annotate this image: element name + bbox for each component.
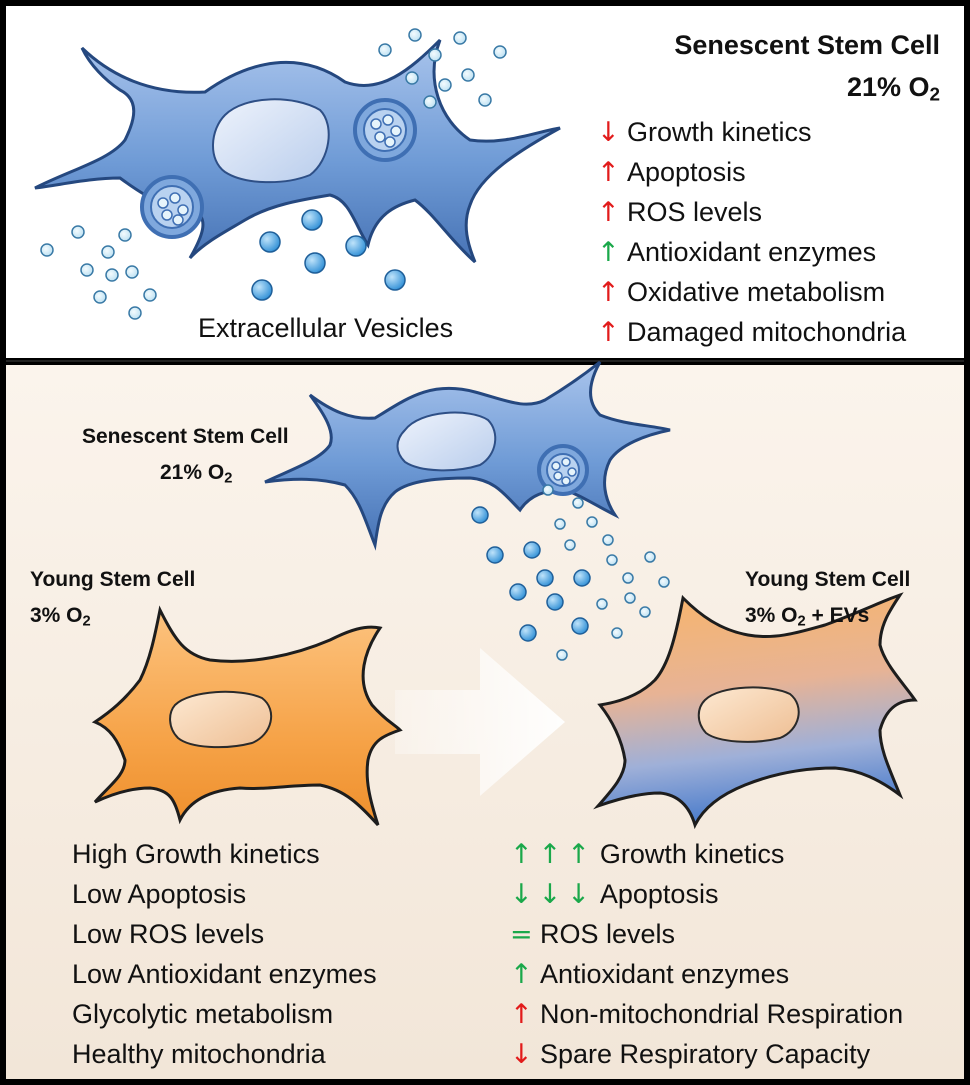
transition-arrow-icon: [395, 648, 565, 796]
list-item: Healthy mitochondria: [72, 1034, 326, 1074]
change-arrow-icon: ↑: [510, 999, 533, 1030]
multivesicular-body-icon: [537, 444, 589, 496]
multivesicular-body-icon: [140, 175, 204, 239]
list-item-label: High Growth kinetics: [72, 839, 320, 869]
list-item-label: Low Antioxidant enzymes: [72, 959, 377, 989]
senescent-oxygen-bottom: 21% O2: [160, 461, 233, 487]
top-property-list: ↓Growth kinetics↑Apoptosis↑ROS levels↑An…: [597, 112, 957, 352]
list-item: Low Antioxidant enzymes: [72, 954, 377, 994]
nucleus-icon: [169, 690, 272, 749]
small-vesicles-bottom: [542, 484, 670, 661]
ev-caption: Extracellular Vesicles: [198, 313, 454, 343]
change-arrow-icon: ↑: [510, 959, 533, 990]
list-item: =ROS levels: [510, 914, 675, 955]
list-item: High Growth kinetics: [72, 834, 320, 874]
list-item: Glycolytic metabolism: [72, 994, 333, 1034]
list-item-label: Antioxidant enzymes: [627, 237, 877, 267]
list-item-label: Antioxidant enzymes: [540, 959, 790, 989]
change-arrow-icon: ↑: [597, 157, 620, 188]
list-item: ↑Antioxidant enzymes: [510, 954, 789, 995]
small-vesicles-top: [40, 28, 507, 320]
young-left-label: Young Stem Cell: [30, 568, 196, 591]
list-item: Low ROS levels: [72, 914, 264, 954]
change-arrow-icon: ↑: [597, 197, 620, 228]
list-item: ↓Spare Respiratory Capacity: [510, 1034, 870, 1075]
list-item: ↑Antioxidant enzymes: [597, 232, 876, 273]
list-item-label: Oxidative metabolism: [627, 277, 886, 307]
list-item: ↑Non-mitochondrial Respiration: [510, 994, 903, 1035]
list-item: Low Apoptosis: [72, 874, 246, 914]
change-arrow-icon: ↓: [510, 1039, 533, 1070]
young-right-label: Young Stem Cell: [745, 568, 911, 591]
list-item-label: Apoptosis: [599, 879, 719, 909]
top-title: Senescent Stem Cell: [674, 30, 940, 60]
list-item-label: ROS levels: [627, 197, 763, 227]
list-item-label: Growth kinetics: [599, 839, 785, 869]
top-oxygen-label: 21% O2: [846, 72, 940, 106]
change-arrow-icon: ↓: [597, 117, 620, 148]
list-item-label: Apoptosis: [627, 157, 746, 187]
list-item: ↓Growth kinetics: [597, 112, 812, 153]
list-item-label: Healthy mitochondria: [72, 1039, 326, 1069]
list-item-label: Spare Respiratory Capacity: [540, 1039, 871, 1069]
nucleus-icon: [396, 411, 497, 472]
list-item-label: Non-mitochondrial Respiration: [540, 999, 904, 1029]
list-item-label: Low ROS levels: [72, 919, 265, 949]
young-cell-right: [593, 592, 918, 830]
large-vesicles-top: [251, 209, 406, 301]
change-arrow-icon: ↑: [597, 237, 620, 268]
senescent-cell-bottom: [264, 360, 671, 551]
list-item-label: Low Apoptosis: [72, 879, 247, 909]
list-item-label: ROS levels: [540, 919, 676, 949]
list-item-label: Growth kinetics: [627, 117, 812, 147]
senescent-label-bottom: Senescent Stem Cell: [82, 425, 289, 448]
nucleus-icon: [212, 98, 330, 184]
list-item-label: Damaged mitochondria: [627, 317, 907, 347]
list-item: ↓↓↓Apoptosis: [510, 874, 718, 915]
list-item: ↑↑↑Growth kinetics: [510, 834, 784, 875]
list-item-label: Glycolytic metabolism: [72, 999, 334, 1029]
list-item: ↑Oxidative metabolism: [597, 272, 885, 313]
young-right-oxygen: 3% O2 + EVs: [745, 604, 870, 630]
change-arrow-icon: ↑: [597, 317, 620, 348]
change-arrow-icon: ↓↓↓: [510, 879, 596, 910]
list-item: ↑ROS levels: [597, 192, 762, 233]
multivesicular-body-icon: [353, 98, 417, 162]
nucleus-icon: [697, 686, 800, 743]
young-right-property-list: ↑↑↑Growth kinetics↓↓↓Apoptosis=ROS level…: [510, 834, 960, 1074]
change-arrow-icon: ↑↑↑: [510, 839, 596, 870]
young-cell-left: [91, 605, 403, 827]
list-item: ↑Damaged mitochondria: [597, 312, 906, 353]
young-left-oxygen: 3% O2: [30, 604, 91, 630]
change-arrow-icon: ↑: [597, 277, 620, 308]
list-item: ↑Apoptosis: [597, 152, 746, 193]
change-arrow-icon: =: [510, 919, 533, 950]
large-vesicles-bottom: [471, 506, 591, 642]
